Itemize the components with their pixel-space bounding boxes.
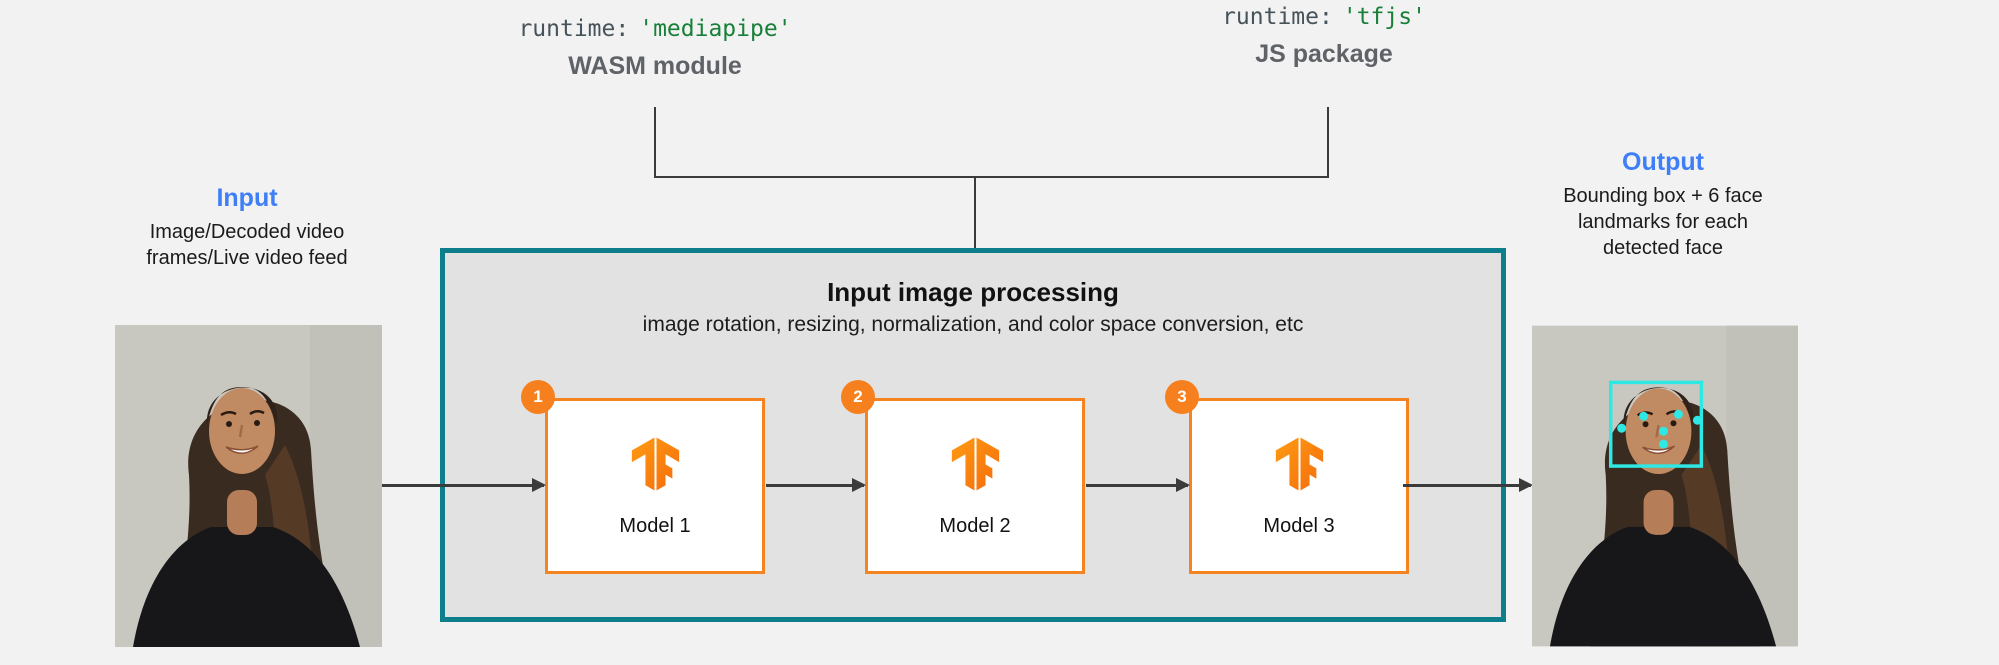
landmark-nose [1659,426,1668,436]
arrow-model-3-to-output [1403,478,1533,492]
step-3-badge: 3 [1165,380,1199,414]
output-description: Bounding box + 6 face landmarks for each… [1563,185,1763,259]
input-description: Image/Decoded video frames/Live video fe… [146,221,348,269]
landmark-left-ear [1617,423,1627,433]
tensorflow-logo-icon [951,437,999,490]
model-3-label: Model 3 [1263,514,1335,537]
input-title: Input [216,184,278,212]
model-1-box: 1 Model 1 [521,380,765,574]
tensorflow-logo-icon [631,437,679,490]
code-value: 'tfjs' [1342,4,1426,30]
landmark-right-ear [1692,415,1702,425]
face-detection-overlay [1608,380,1704,468]
woman-portrait-detected-image [1532,325,1798,647]
model-1-label: Model 1 [619,514,691,537]
arrow-model-2-to-model-3 [1086,478,1190,492]
code-value: 'mediapipe' [639,16,792,42]
model-2-box: 2 Model 2 [841,380,1085,574]
output-title: Output [1622,148,1704,176]
bounding-box [1608,380,1704,468]
tensorflow-logo-icon [1275,437,1323,490]
runtime-label-mediapipe: runtime: 'mediapipe' WASM module [445,16,865,81]
connector-right-vertical-line [1327,107,1329,178]
connector-horizontal-line [654,176,1329,178]
connector-left-vertical-line [654,107,656,178]
runtime-label-tfjs: runtime: 'tfjs' JS package [1114,4,1534,69]
code-prefix: runtime: [518,16,630,42]
output-block: Output Bounding box + 6 face landmarks f… [1533,148,1793,261]
code-prefix: runtime: [1222,4,1333,30]
step-2-badge: 2 [841,380,875,414]
panel-subtitle: image rotation, resizing, normalization,… [642,313,1304,336]
landmark-left-eye [1639,411,1649,421]
input-block: Input Image/Decoded video frames/Live vi… [117,184,377,271]
runtime-caption: WASM module [568,52,742,80]
arrow-input-to-model-1 [381,478,546,492]
arrow-model-1-to-model-2 [766,478,866,492]
panel-title: Input image processing [827,277,1119,307]
input-photo [115,325,382,647]
woman-portrait-image [115,325,382,647]
model-3-box: 3 Model 3 [1165,380,1409,574]
runtime-code: runtime: 'mediapipe' [445,16,865,42]
landmark-mouth [1659,439,1668,449]
step-1-badge: 1 [521,380,555,414]
runtime-code: runtime: 'tfjs' [1114,4,1534,30]
output-photo [1532,325,1798,647]
model-2-label: Model 2 [939,514,1011,537]
connector-center-vertical-line [974,178,976,250]
runtime-caption: JS package [1255,40,1393,68]
landmark-right-eye [1673,409,1683,419]
